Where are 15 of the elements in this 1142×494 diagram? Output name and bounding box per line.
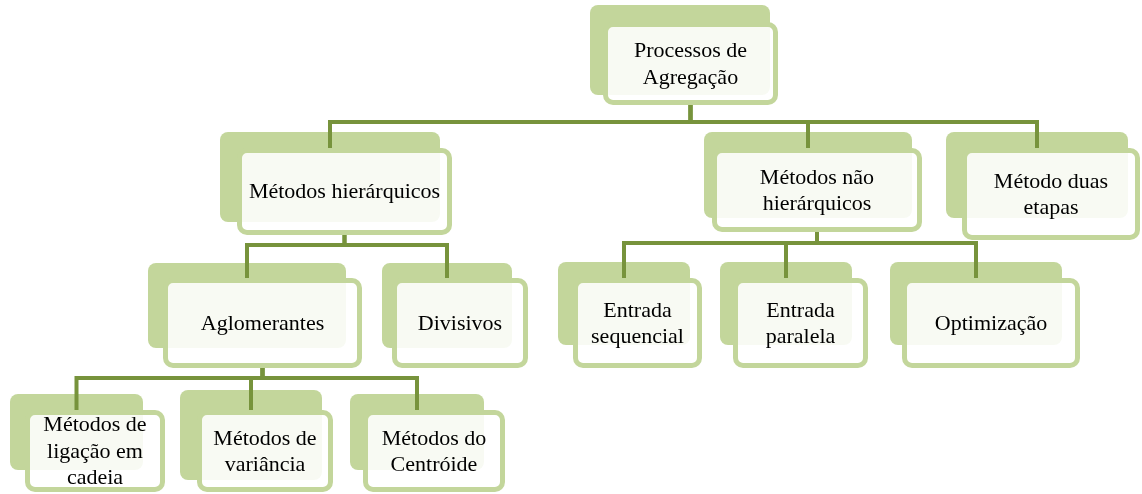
category-box: Optimização [902, 278, 1080, 368]
category-box: Métodos não hierárquicos [712, 148, 922, 232]
category-box: Métodos hierárquicos [237, 148, 452, 235]
category-box: Processos de Agregação [603, 22, 778, 105]
category-box: Aglomerantes [163, 278, 362, 368]
category-box: Entrada sequencial [573, 278, 702, 368]
category-box: Métodos de ligação em cadeia [25, 410, 165, 492]
connector-line [342, 235, 449, 278]
category-box: Entrada paralela [733, 278, 868, 368]
category-box: Métodos do Centróide [363, 410, 505, 492]
connector-line [260, 368, 419, 410]
connector-line [688, 105, 1039, 148]
category-box: Divisivos [392, 278, 528, 368]
category-box: Métodos de variância [197, 410, 333, 492]
category-box: Método duas etapas [962, 148, 1140, 240]
